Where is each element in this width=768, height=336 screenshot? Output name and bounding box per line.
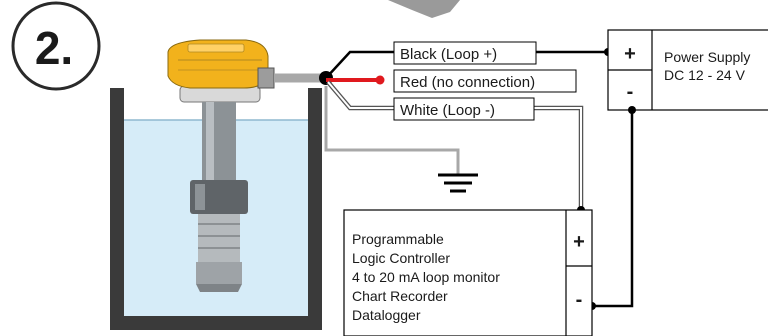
controller-line: Logic Controller <box>352 250 450 266</box>
red-wire-end <box>375 75 385 85</box>
controller-line: Datalogger <box>352 307 421 323</box>
svg-text:White (Loop -): White (Loop -) <box>400 102 495 119</box>
controller-line: Chart Recorder <box>352 288 448 304</box>
black-wire-label: Black (Loop +) <box>393 41 537 65</box>
controller-line: 4 to 20 mA loop monitor <box>352 269 500 285</box>
top-arrow-fragment <box>388 0 460 18</box>
controller-line: Programmable <box>352 231 444 247</box>
step-label: 2. <box>35 22 73 74</box>
white-wire-label: White (Loop -) <box>393 97 535 121</box>
red-wire-label: Red (no connection) <box>393 69 577 93</box>
controller: + - Programmable Logic Controller 4 to 2… <box>343 209 593 336</box>
controller-plus: + <box>573 231 585 253</box>
controller-minus: - <box>576 289 583 311</box>
power-supply-title: Power Supply <box>664 49 750 65</box>
power-supply: + - Power Supply DC 12 - 24 V <box>607 29 768 111</box>
level-sensor <box>167 39 275 292</box>
ground-icon <box>438 173 478 193</box>
svg-text:Black (Loop +): Black (Loop +) <box>400 46 497 63</box>
svg-text:Red (no connection): Red (no connection) <box>400 74 535 91</box>
power-supply-plus: + <box>624 43 636 65</box>
power-supply-minus: - <box>627 81 634 103</box>
loop-return-wire <box>592 110 634 308</box>
power-supply-voltage: DC 12 - 24 V <box>664 67 746 83</box>
step-badge: 2. <box>11 1 101 91</box>
ground-wire <box>324 86 460 174</box>
